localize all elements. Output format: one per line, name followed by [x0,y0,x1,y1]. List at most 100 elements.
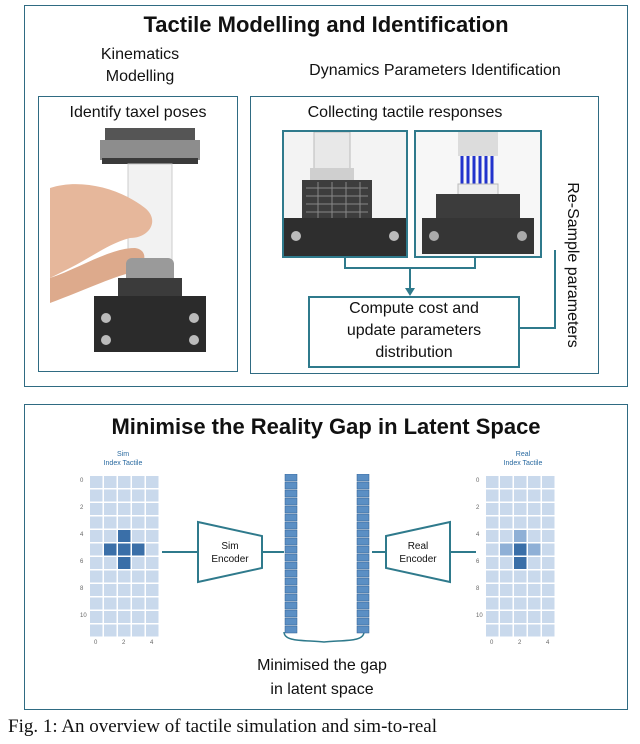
tick-label: 2 [476,505,480,511]
heatmap-cell [528,557,541,569]
heatmap-cell [486,584,499,596]
latent-cell [284,601,298,610]
latent-cell [284,521,298,530]
real-encoder-shape [385,520,451,584]
heatmap-cell [118,516,131,529]
heatmap-cell [90,489,103,502]
latent-cell [356,489,370,498]
heatmap-cell [118,543,131,556]
latent-cell [356,609,370,618]
heatmap-cell [542,570,555,583]
heatmap-cell [500,611,513,623]
kinematics-box [38,96,238,372]
heatmap-cell [90,530,103,542]
heatmap-cell [132,584,145,596]
heatmap-cell [90,570,103,583]
heatmap-cell [132,624,145,637]
heatmap-cell [542,611,555,623]
latent-cell [356,577,370,586]
heatmap-cell [542,557,555,569]
heatmap-cell [104,570,117,583]
tick-label: 8 [80,586,84,592]
gap-label: Minimised the gap in latent space [257,657,387,698]
latent-cell [284,537,298,546]
heatmap-cell [146,503,159,515]
latent-cell [284,489,298,498]
latent-cell [356,521,370,530]
heatmap-cell [90,624,103,637]
latent-cell [284,561,298,570]
latent-cell [356,481,370,490]
heatmap-cell [118,584,131,596]
heatmap-cell [500,557,513,569]
heatmap-cell [146,584,159,596]
heatmap-cell [104,624,117,637]
latent-cell [284,609,298,618]
heatmap-cell [486,489,499,502]
heatmap-cell [514,530,527,542]
heatmap-cell [146,570,159,583]
heatmap-cell [90,584,103,596]
real-encoder-label: Real Encoder [399,541,437,565]
bottom-panel-title: Minimise the Reality Gap in Latent Space [111,414,541,439]
real-heatmap-title: Real Index Tactile [503,451,543,467]
heatmap-cell [500,543,513,556]
heatmap-cell [542,476,555,488]
tick-label: 4 [150,640,154,646]
heatmap-cell [528,584,541,596]
latent-cell [284,569,298,578]
latent-cell [356,513,370,522]
heatmap-cell [486,557,499,569]
heatmap-cell [514,476,527,488]
heatmap-cell [146,530,159,542]
heatmap-cell [514,516,527,529]
latent-cell [284,481,298,490]
heatmap-cell [514,584,527,596]
bottom-panel [24,404,628,710]
top-panel [24,5,628,387]
heatmap-cell [104,489,117,502]
resample-label: Re-Sample parameters [564,182,581,348]
encoder-diagram [162,520,476,643]
heatmap-cell [90,611,103,623]
heatmap-cell [500,489,513,502]
heatmap-cell [528,503,541,515]
heatmap-cell [486,597,499,610]
tick-label: 2 [518,640,522,646]
heatmap-cell [104,584,117,596]
heatmap-cell [90,476,103,488]
latent-cell [284,577,298,586]
heatmap-cell [528,530,541,542]
heatmap-cell [132,530,145,542]
dynamics-flow-lines [344,250,556,329]
heatmap-cell [528,489,541,502]
heatmap-cell [542,516,555,529]
sim-encoder-shape [197,520,263,584]
heatmap-cell [542,489,555,502]
dynamics-box-label: Collecting tactile responses [307,104,503,121]
heatmap-cell [514,543,527,556]
latent-cell [284,593,298,602]
latent-cell [356,617,370,626]
heatmap-cell [486,530,499,542]
latent-cell [284,585,298,594]
kinematics-heading: Kinematics Modelling [100,46,180,85]
heatmap-cell [104,543,117,556]
heatmap-cell [146,557,159,569]
heatmap-cell [542,543,555,556]
kinematics-box-label: Identify taxel poses [69,104,207,121]
heatmap-cell [146,543,159,556]
latent-cell [356,545,370,554]
latent-cell [284,545,298,554]
heatmap-cell [90,597,103,610]
heatmap-cell [146,611,159,623]
heatmap-cell [528,597,541,610]
tick-label: 6 [476,559,480,565]
heatmap-cell [90,516,103,529]
latent-cell [356,474,370,482]
heatmap-cell [104,611,117,623]
tick-label: 8 [476,586,480,592]
sim-heatmap [90,476,159,637]
